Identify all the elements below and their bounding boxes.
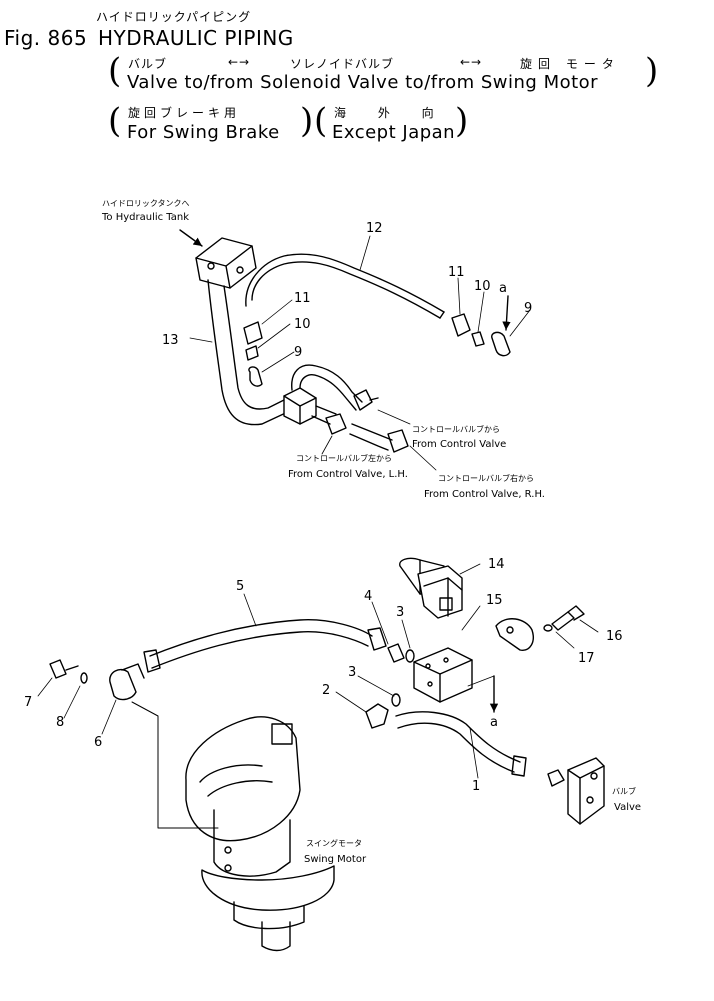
open-paren-3: (: [314, 101, 328, 141]
callout-11-right: 11: [448, 265, 465, 280]
cv-label-jp: コントロールバルブから: [412, 424, 500, 434]
fittings-4-3: [387, 643, 415, 663]
title-english: HYDRAULIC PIPING: [98, 26, 294, 50]
callout-2: 2: [322, 683, 330, 698]
callout-9-right: 9: [524, 301, 532, 316]
elbow-2: [365, 693, 401, 729]
line1-jp-swing-motor: 旋回 モータ: [520, 57, 620, 71]
pipe-13: [207, 279, 293, 426]
line1-jp-arrow1: ←→: [228, 55, 251, 69]
solenoid-valve-14: [399, 557, 463, 619]
cvl-label-jp: コントロールバルブ左から: [296, 453, 392, 463]
cv-label-en: From Control Valve: [412, 439, 506, 450]
callout-14: 14: [488, 557, 505, 572]
valve-body: [547, 757, 605, 825]
brake-english: For Swing Brake: [127, 122, 280, 143]
tank-flange: [195, 237, 257, 289]
motor-label-en: Swing Motor: [304, 854, 367, 865]
pipe-12: [245, 253, 445, 319]
valve-label-jp: バルブ: [612, 786, 636, 796]
valve-label-en: Valve: [614, 802, 641, 813]
hose-1: [395, 711, 527, 777]
callout-5: 5: [236, 579, 244, 594]
open-paren-2: (: [108, 101, 122, 141]
cvl-label-en: From Control Valve, L.H.: [288, 469, 408, 480]
callout-9-left: 9: [294, 345, 302, 360]
tank-label-en: To Hydraulic Tank: [101, 212, 189, 223]
close-paren-1: ): [645, 51, 659, 91]
drain-line: [131, 701, 219, 829]
callout-10-right: 10: [474, 279, 491, 294]
callout-10-left: 10: [294, 317, 311, 332]
center-block: [283, 364, 409, 453]
top-leader-lines: [189, 235, 531, 471]
left-fittings: [49, 659, 145, 701]
callout-4: 4: [364, 589, 372, 604]
tank-label-jp: ハイドロリックタンクへ: [102, 199, 190, 208]
title-japanese: ハイドロリックパイピング: [96, 10, 252, 24]
upper-left-fittings: [243, 321, 263, 387]
callout-12: 12: [366, 221, 383, 236]
close-paren-3: ): [455, 101, 469, 141]
callout-7: 7: [24, 695, 32, 710]
line1-jp-arrow2: ←→: [460, 55, 483, 69]
callout-3-lower: 3: [348, 665, 356, 680]
callout-1: 1: [472, 779, 480, 794]
cvr-label-en: From Control Valve, R.H.: [424, 489, 545, 500]
upper-right-fittings: [451, 295, 511, 357]
except-english: Except Japan: [332, 122, 456, 143]
callout-11-left: 11: [294, 291, 311, 306]
manifold-15: [413, 647, 473, 703]
open-paren-1: (: [108, 51, 122, 91]
ref-a-top: a: [499, 281, 507, 296]
callout-13: 13: [162, 333, 179, 348]
figure-number: Fig. 865: [4, 26, 88, 50]
line1-jp-solenoid: ソレノイドバルブ: [290, 57, 395, 71]
cvr-label-jp: コントロールバルブ右から: [438, 473, 534, 483]
motor-label-jp: スイングモータ: [306, 838, 362, 848]
callout-6: 6: [94, 735, 102, 750]
except-japanese: 海 外 向: [334, 106, 448, 120]
brake-japanese: 旋回ブレーキ用: [128, 106, 241, 120]
line1-jp-valve: バルブ: [128, 57, 168, 71]
bottom-leader-lines: [37, 563, 599, 779]
close-paren-2: ): [300, 101, 314, 141]
callout-8: 8: [56, 715, 64, 730]
line1-english: Valve to/from Solenoid Valve to/from Swi…: [127, 72, 599, 93]
bracket-plate: [495, 605, 585, 651]
callout-17: 17: [578, 651, 595, 666]
callout-16: 16: [606, 629, 623, 644]
hose-5: [143, 619, 387, 673]
callout-3-upper: 3: [396, 605, 404, 620]
swing-motor: [185, 716, 335, 952]
tank-arrow: [179, 229, 203, 247]
callout-15: 15: [486, 593, 503, 608]
ref-a-bottom: a: [490, 715, 498, 730]
